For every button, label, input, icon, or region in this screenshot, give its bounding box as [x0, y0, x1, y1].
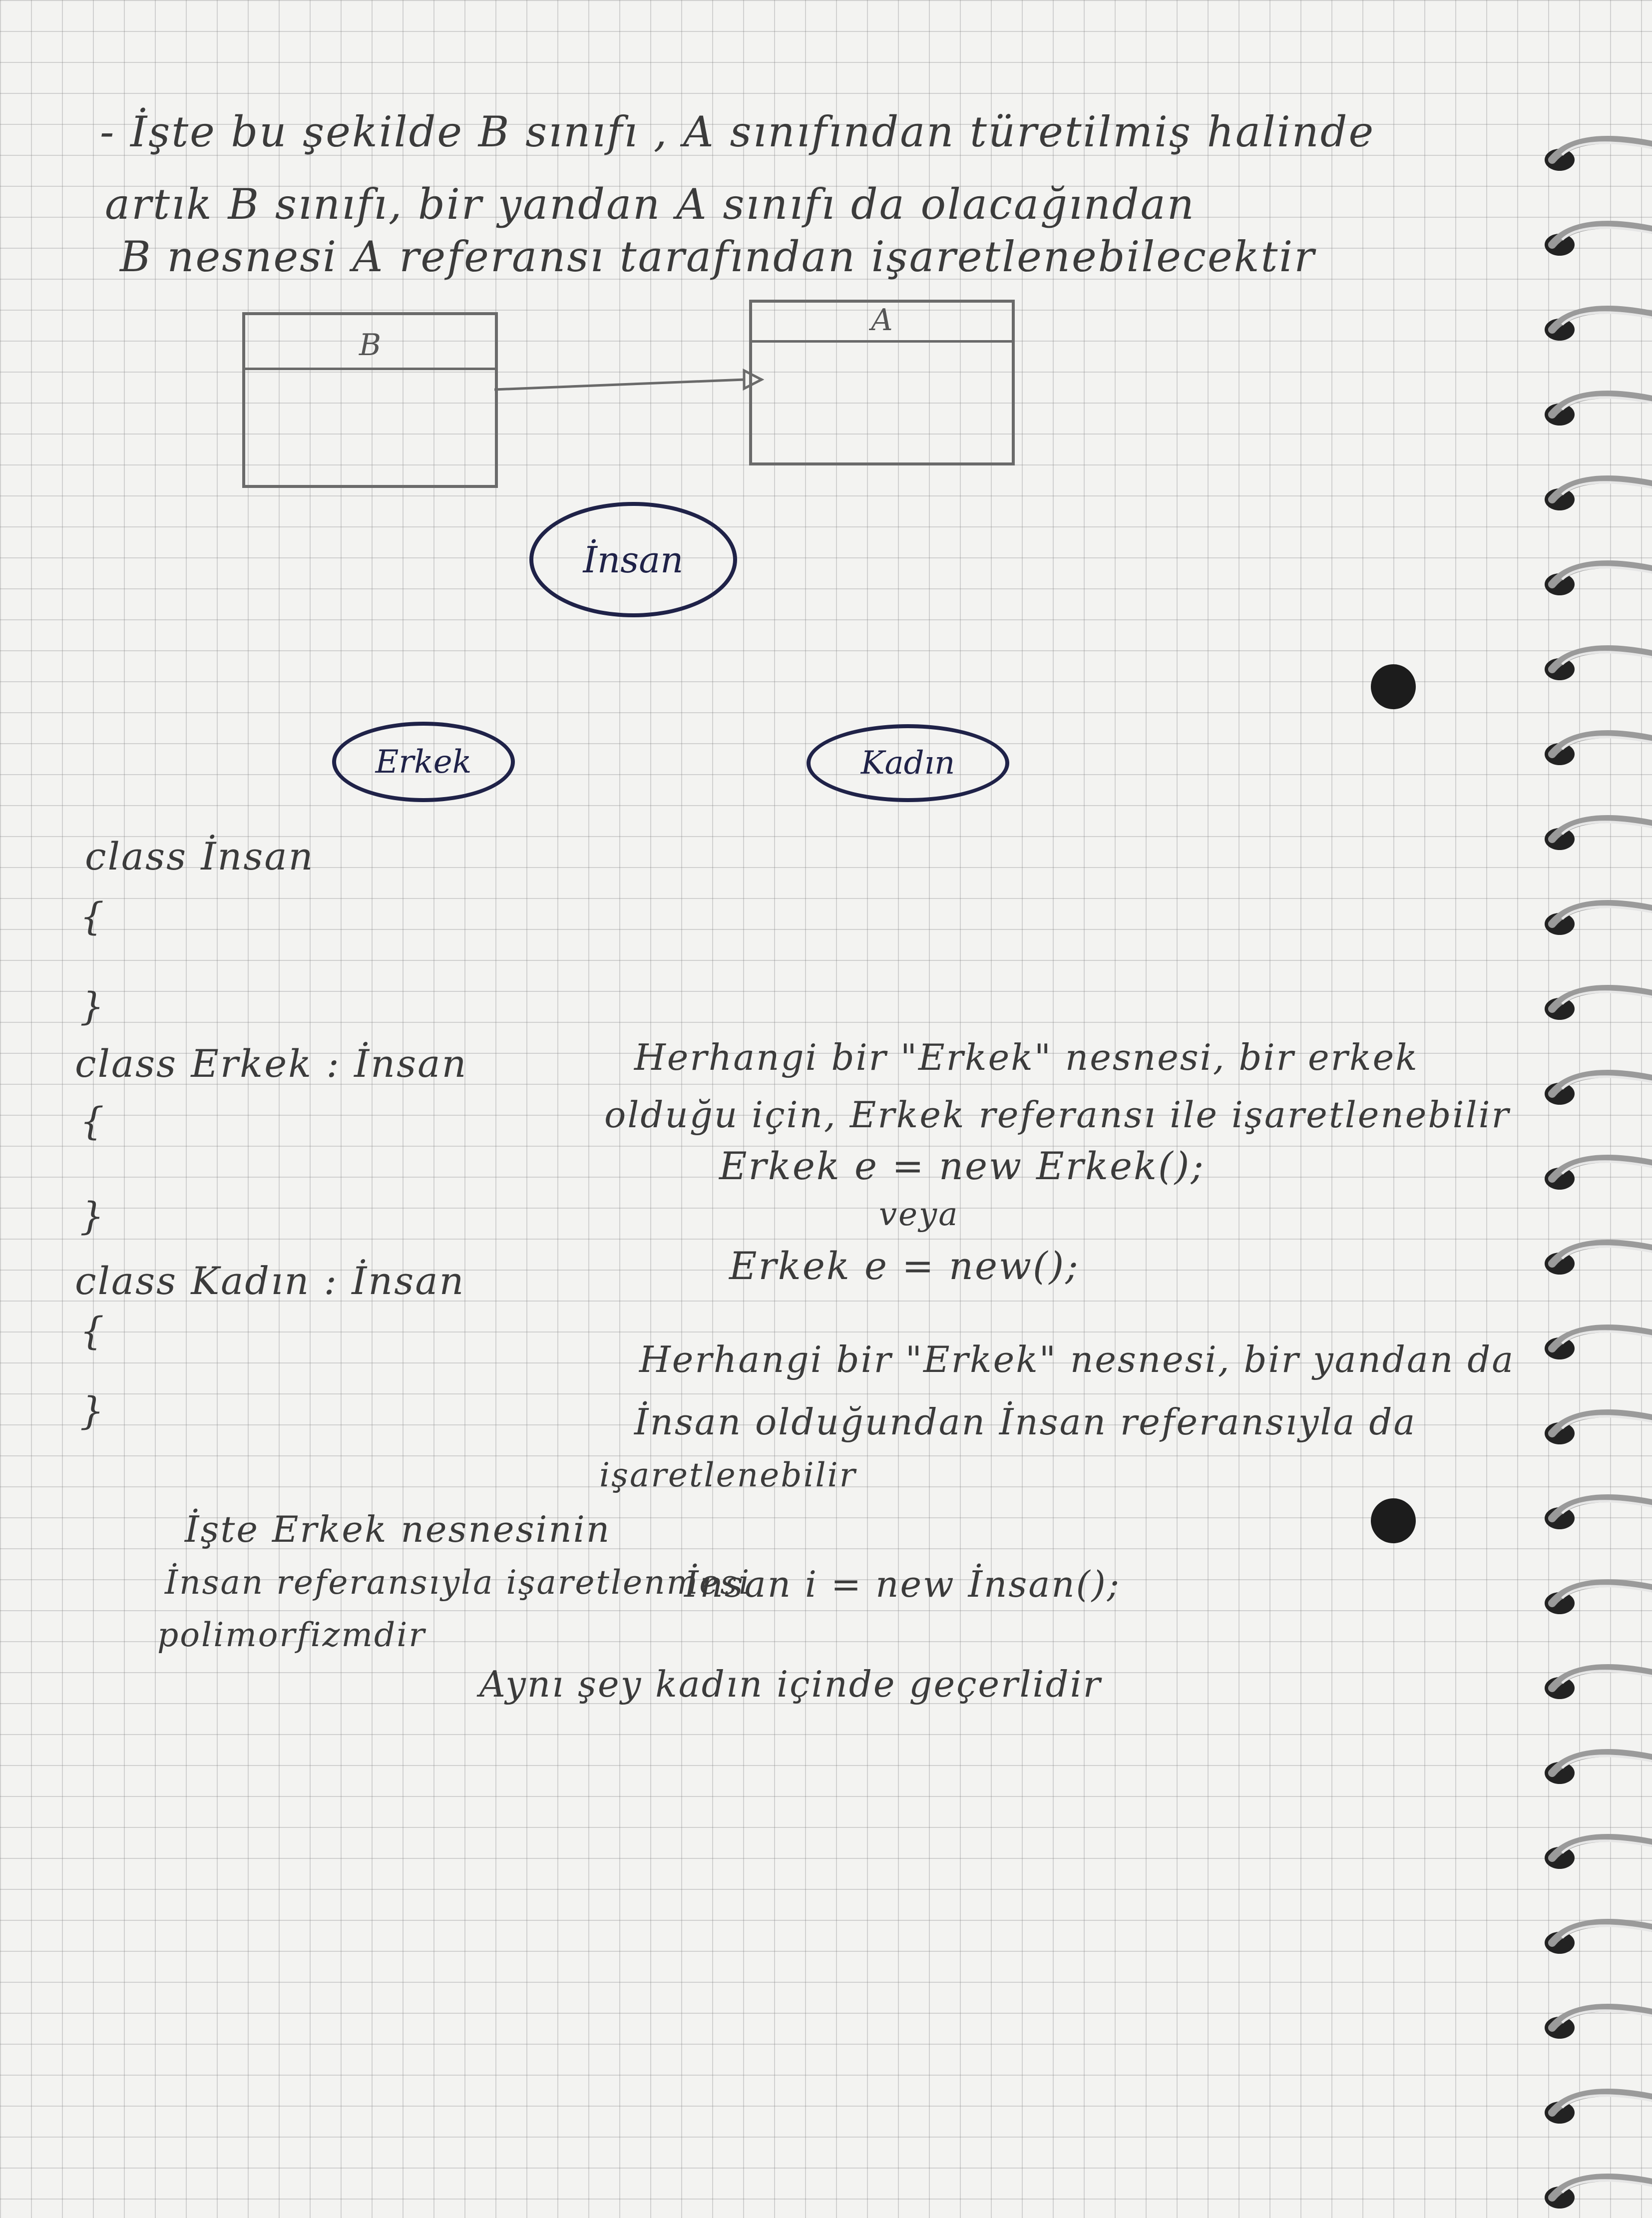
poly-line-2: İnsan referansıyla işaretlenmesi — [165, 1563, 751, 1602]
spiral-ring — [1545, 391, 1652, 426]
code-line-9: } — [80, 1388, 106, 1433]
spiral-ring — [1545, 1919, 1652, 1954]
spiral-ring — [1545, 985, 1652, 1020]
note1-line-5: Erkek e = new(); — [729, 1244, 1080, 1288]
inheritance-arrow — [494, 368, 764, 391]
poly-line-1: İşte Erkek nesnesinin — [185, 1508, 611, 1550]
note1-line-2: olduğu için, Erkek referansı ile işaretl… — [604, 1094, 1510, 1136]
code-line-6: } — [80, 1194, 106, 1238]
spiral-ring — [1545, 645, 1652, 680]
code-line-2: { — [80, 894, 106, 938]
spiral-binding — [1545, 136, 1652, 2209]
uml-box-a-label: A — [871, 303, 893, 338]
uml-box-b-label: B — [359, 328, 382, 363]
poly-code: İnsan i = new İnsan(); — [684, 1563, 1121, 1605]
spiral-ring — [1545, 560, 1652, 595]
punch-hole-top — [1371, 664, 1416, 709]
code-line-1: class İnsan — [85, 834, 315, 879]
code-line-3: } — [80, 984, 106, 1028]
spiral-ring — [1545, 306, 1652, 341]
note2-line-3: işaretlenebilir — [599, 1456, 857, 1494]
spiral-ring — [1545, 1409, 1652, 1444]
code-line-4: class Erkek : İnsan — [75, 1041, 468, 1086]
note2-line-2: İnsan olduğundan İnsan referansıyla da — [634, 1401, 1417, 1443]
intro-line-3: B nesnesi A referansı tarafından işaretl… — [120, 232, 1316, 281]
spiral-ring — [1545, 1664, 1652, 1699]
uml-box-b: B — [242, 312, 498, 488]
spiral-ring — [1545, 730, 1652, 765]
code-line-7: class Kadın : İnsan — [75, 1259, 465, 1303]
ellipse-erkek: Erkek — [332, 722, 515, 802]
spiral-ring — [1545, 815, 1652, 850]
ellipse-erkek-label: Erkek — [375, 743, 472, 781]
ellipse-insan: İnsan — [529, 502, 737, 617]
note1-line-4: veya — [879, 1196, 959, 1233]
spiral-ring — [1545, 136, 1652, 171]
intro-line-2: artık B sınıfı, bir yandan A sınıfı da o… — [105, 180, 1196, 229]
uml-box-a-divider — [752, 340, 1012, 343]
spiral-ring — [1545, 1494, 1652, 1529]
spiral-ring — [1545, 1240, 1652, 1275]
same-line: Aynı şey kadın içinde geçerlidir — [479, 1663, 1102, 1705]
intro-line-1: - İşte bu şekilde B sınıfı , A sınıfında… — [100, 107, 1375, 156]
spiral-ring — [1545, 2089, 1652, 2124]
ellipse-kadin: Kadın — [807, 724, 1009, 802]
spiral-ring — [1545, 1579, 1652, 1614]
ellipse-kadin-label: Kadın — [860, 745, 955, 782]
note1-line-1: Herhangi bir "Erkek" nesnesi, bir erkek — [634, 1036, 1419, 1078]
code-line-8: { — [80, 1309, 106, 1353]
spiral-ring — [1545, 1749, 1652, 1784]
poly-line-3: polimorfizmdir — [157, 1616, 426, 1654]
code-line-5: { — [80, 1099, 106, 1143]
spiral-ring — [1545, 2174, 1652, 2209]
uml-box-a: A — [749, 300, 1015, 465]
note2-line-1: Herhangi bir "Erkek" nesnesi, bir yandan… — [639, 1338, 1515, 1380]
spiral-ring — [1545, 221, 1652, 256]
spiral-ring — [1545, 1834, 1652, 1869]
ellipse-insan-label: İnsan — [583, 538, 684, 581]
spiral-ring — [1545, 1155, 1652, 1190]
spiral-ring — [1545, 1325, 1652, 1359]
spiral-ring — [1545, 2004, 1652, 2039]
punch-hole-bottom — [1371, 1498, 1416, 1543]
uml-box-b-divider — [245, 368, 495, 370]
note1-line-3: Erkek e = new Erkek(); — [719, 1144, 1205, 1188]
spiral-ring — [1545, 1070, 1652, 1105]
spiral-ring — [1545, 475, 1652, 510]
spiral-ring — [1545, 900, 1652, 935]
